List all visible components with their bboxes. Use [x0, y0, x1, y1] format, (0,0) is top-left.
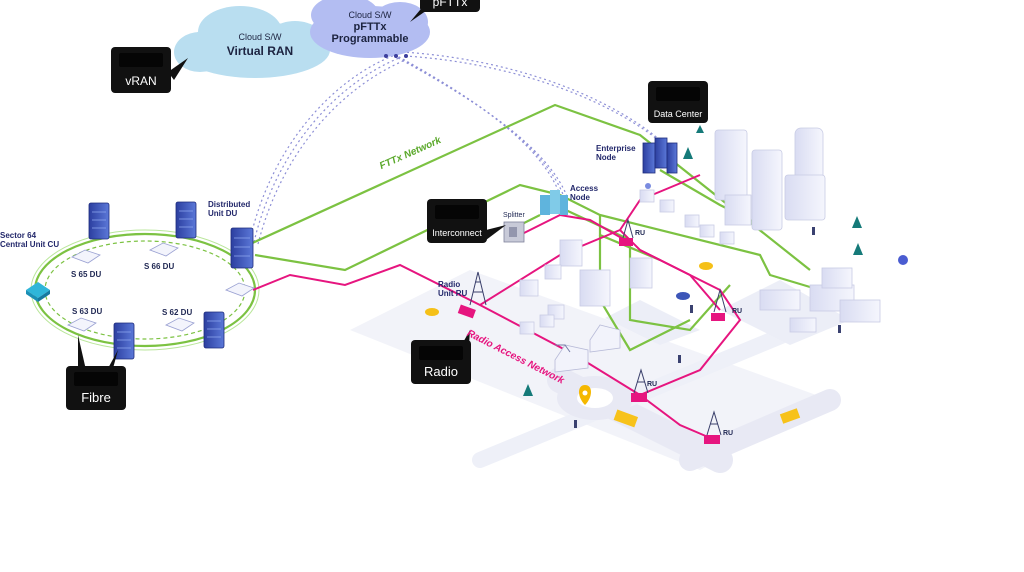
radio-unit-label-2: Unit RU: [438, 289, 468, 298]
callout-vran: vRAN: [111, 47, 171, 93]
ru-nodes: [457, 238, 725, 444]
ru-label-3: RU: [647, 381, 658, 388]
router-icon: [67, 242, 255, 332]
radio-unit-label-1: Radio: [438, 280, 461, 289]
ru-label-4: RU: [723, 430, 734, 437]
du-label-s62: S 62 DU: [162, 308, 193, 317]
ru-label-2: RU: [732, 308, 743, 315]
person-icon: [574, 227, 841, 428]
cloud-vran: [174, 6, 330, 78]
central-unit-label-1: Sector 64: [0, 231, 37, 240]
cloud-pfttx-title-1: pFTTx: [353, 21, 387, 33]
cloud-vran-title: Virtual RAN: [226, 44, 294, 58]
du-ring-outer: [30, 229, 260, 351]
callout-radio-label: Radio: [424, 364, 458, 379]
cell-tower-icon: [469, 218, 727, 436]
tree-icon: [523, 125, 863, 396]
cloud-pfttx-text: Cloud S/W pFTTx Programmable: [315, 10, 425, 45]
du-label-s63: S 63 DU: [72, 307, 103, 316]
du-label-s65: S 65 DU: [71, 270, 102, 279]
access-node-label-2: Node: [570, 193, 590, 202]
splitter-label: Splitter: [503, 212, 525, 219]
building-icon: [519, 127, 881, 335]
car-icon: [425, 262, 713, 316]
server-rack-stripes: [92, 210, 250, 349]
splitter-box-icon: [503, 221, 525, 243]
access-node-label-1: Access: [570, 184, 599, 193]
callout-pfttx-label: pFTTx: [432, 0, 468, 9]
cloud-pfttx-kicker: Cloud S/W: [348, 10, 392, 20]
callout-fibre: Fibre: [66, 366, 126, 410]
callout-vran-label: vRAN: [125, 74, 157, 88]
central-unit-label: Sector 64 Central Unit CU: [0, 231, 59, 249]
callout-pfttx: pFTTx: [420, 0, 480, 12]
du-label-s66: S 66 DU: [144, 262, 175, 271]
cloud-link-dots: [384, 54, 408, 58]
radio-unit-label: Radio Unit RU: [438, 280, 467, 298]
enterprise-node-label-1: Enterprise: [596, 144, 636, 153]
central-unit-cube-icon: [26, 282, 50, 302]
truck-icon: [613, 408, 801, 428]
callout-data-center-label: Data Center: [653, 109, 703, 119]
callout-interconnect-label: Interconnect: [432, 228, 482, 238]
distributed-unit-label-1: Distributed: [208, 200, 251, 209]
callout-fibre-label: Fibre: [81, 390, 111, 405]
callout-data-center: Data Center: [648, 81, 708, 123]
enterprise-node-label-2: Node: [596, 153, 616, 162]
ru-label-1: RU: [635, 230, 646, 237]
access-node-icon: [540, 190, 568, 215]
house-icon: [554, 324, 621, 373]
cloud-links: [249, 51, 663, 245]
callout-interconnect: Interconnect: [427, 199, 487, 243]
distributed-unit-label-2: Unit DU: [208, 209, 238, 218]
access-node-label: Access Node: [570, 184, 598, 202]
cloud-vran-text: Cloud S/W Virtual RAN: [205, 32, 315, 58]
distributed-unit-label: Distributed Unit DU: [208, 200, 250, 218]
callout-radio: Radio: [411, 340, 471, 384]
cloud-vran-kicker: Cloud S/W: [238, 32, 282, 42]
central-unit-label-2: Central Unit CU: [0, 240, 60, 249]
map-pin-icon: [579, 183, 908, 405]
cloud-pfttx-title-2: Programmable: [331, 33, 409, 45]
enterprise-node-label: Enterprise Node: [596, 144, 636, 162]
cloud-pfttx: [310, 0, 430, 58]
